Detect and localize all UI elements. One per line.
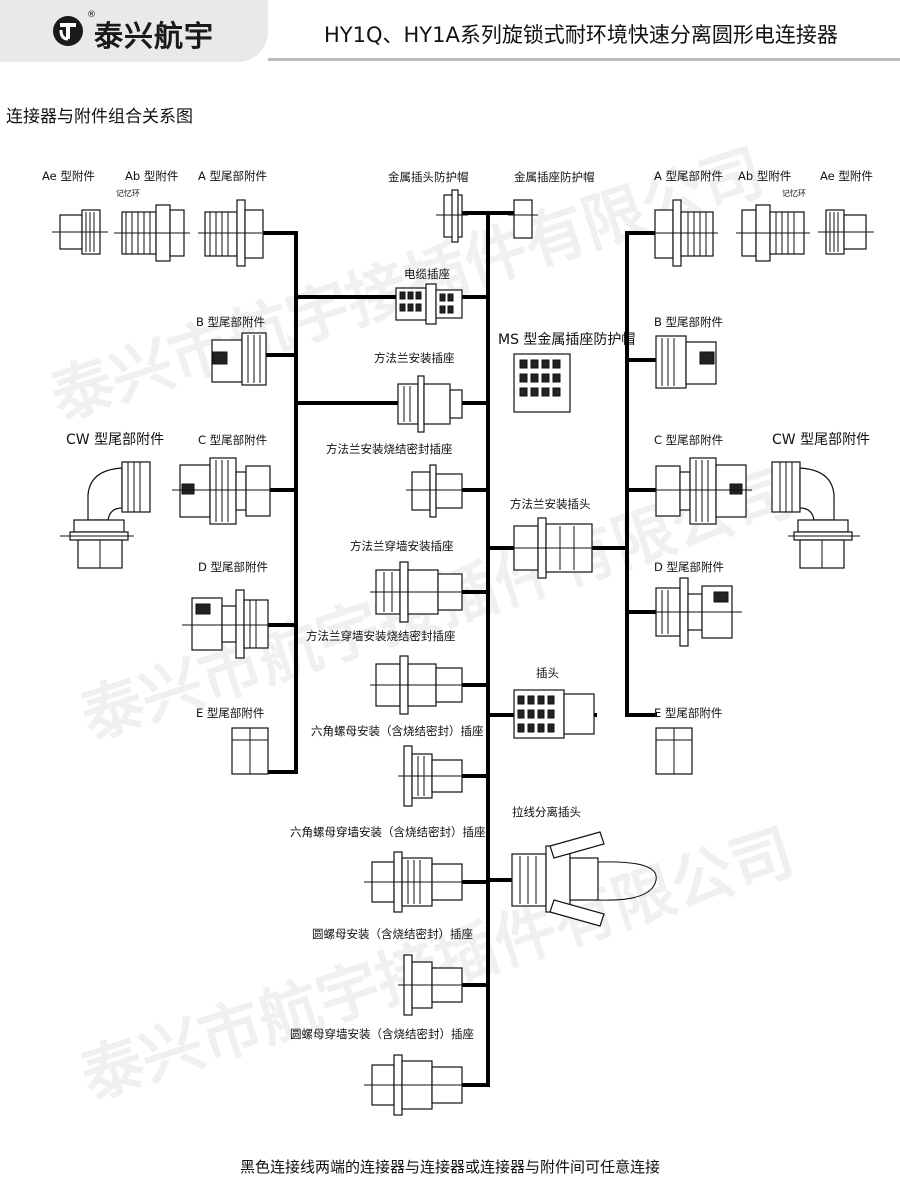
label-left-ae: Ae 型附件 xyxy=(42,169,95,183)
label-left-ab: Ab 型附件 xyxy=(125,169,178,183)
label-right-ab: Ab 型附件 xyxy=(738,169,791,183)
cable-socket xyxy=(395,283,463,325)
label-left-c: C 型尾部附件 xyxy=(198,433,267,447)
sq-flange-sintered-socket xyxy=(406,464,463,518)
brand-logo-icon xyxy=(53,16,83,46)
sq-flange-socket xyxy=(397,375,463,433)
left-d-tail-accessory xyxy=(182,589,276,659)
right-e-tail-accessory xyxy=(655,727,693,775)
label-right-a: A 型尾部附件 xyxy=(654,169,723,183)
sq-flange-wall-sintered-socket xyxy=(370,655,463,715)
left-ab-accessory xyxy=(114,204,190,262)
left-c-tail-accessory xyxy=(172,457,276,525)
hex-nut-socket xyxy=(398,745,463,807)
ms-metal-socket-cap xyxy=(513,353,571,413)
registered-mark: ® xyxy=(87,10,96,20)
label-sq-flange-plug: 方法兰安装插头 xyxy=(510,497,591,511)
left-b-tail-accessory xyxy=(211,332,267,386)
label-right-cw: CW 型尾部附件 xyxy=(772,432,870,448)
label-round-nut-socket: 圆螺母安装（含烧结密封）插座 xyxy=(312,927,473,941)
label-ms-cap: MS 型金属插座防护帽 xyxy=(498,332,635,348)
label-sq-flange-wall-socket: 方法兰穿墙安装插座 xyxy=(350,539,454,553)
label-lanyard-plug: 拉线分离插头 xyxy=(512,805,581,819)
left-ae-accessory xyxy=(52,209,108,255)
label-right-ab-note: 记忆环 xyxy=(782,188,806,198)
label-right-c: C 型尾部附件 xyxy=(654,433,723,447)
metal-socket-cap xyxy=(508,199,538,239)
label-left-cw: CW 型尾部附件 xyxy=(66,432,164,448)
hex-nut-wall-socket xyxy=(364,851,463,913)
label-left-a: A 型尾部附件 xyxy=(198,169,267,183)
label-hex-nut-wall-socket: 六角螺母穿墙安装（含烧结密封）插座 xyxy=(290,825,486,839)
brand-name: 泰兴航宇 xyxy=(94,19,215,53)
label-sq-flange-sintered-socket: 方法兰安装烧结密封插座 xyxy=(326,442,453,456)
header-title: HY1Q、HY1A系列旋锁式耐环境快速分离圆形电连接器 xyxy=(324,23,838,47)
label-plug: 插头 xyxy=(536,666,559,680)
page-header: ® 泰兴航宇 HY1Q、HY1A系列旋锁式耐环境快速分离圆形电连接器 xyxy=(0,0,900,62)
label-left-e: E 型尾部附件 xyxy=(196,706,264,720)
right-b-tail-accessory xyxy=(655,335,717,389)
metal-plug-cap xyxy=(436,189,468,243)
round-nut-socket xyxy=(398,954,463,1016)
right-a-tail-accessory xyxy=(650,199,718,267)
left-e-tail-accessory xyxy=(231,727,269,775)
sq-flange-plug xyxy=(508,517,598,579)
brand-logo-area: ® 泰兴航宇 xyxy=(0,0,268,62)
round-nut-wall-socket xyxy=(364,1054,463,1116)
label-right-ae: Ae 型附件 xyxy=(820,169,873,183)
label-left-d: D 型尾部附件 xyxy=(198,560,268,574)
left-cw-tail-accessory xyxy=(60,461,151,569)
label-hex-nut-socket: 六角螺母安装（含烧结密封）插座 xyxy=(311,724,484,738)
label-sq-flange-socket: 方法兰安装插座 xyxy=(374,351,455,365)
section-title: 连接器与附件组合关系图 xyxy=(6,107,193,127)
label-round-nut-wall-socket: 圆螺母穿墙安装（含烧结密封）插座 xyxy=(290,1027,474,1041)
left-a-tail-accessory xyxy=(198,199,264,267)
right-ab-accessory xyxy=(736,204,810,262)
right-c-tail-accessory xyxy=(650,457,752,525)
sq-flange-wall-socket xyxy=(370,561,463,623)
footer-note: 黑色连接线两端的连接器与连接器或连接器与附件间可任意连接 xyxy=(239,1158,660,1176)
lanyard-plug xyxy=(511,831,657,927)
label-right-d: D 型尾部附件 xyxy=(654,560,724,574)
label-cable-socket: 电缆插座 xyxy=(404,267,450,281)
right-d-tail-accessory xyxy=(650,577,742,647)
label-left-b: B 型尾部附件 xyxy=(196,315,265,329)
label-right-e: E 型尾部附件 xyxy=(654,706,722,720)
label-right-b: B 型尾部附件 xyxy=(654,315,723,329)
right-ae-accessory xyxy=(818,209,874,255)
header-rule xyxy=(268,58,900,61)
label-sq-flange-wall-sintered-socket: 方法兰穿墙安装烧结密封插座 xyxy=(306,629,456,643)
label-metal-plug-cap: 金属插头防护帽 xyxy=(388,170,469,184)
label-left-ab-note: 记忆环 xyxy=(116,188,140,198)
plug xyxy=(513,689,595,739)
label-metal-socket-cap: 金属插座防护帽 xyxy=(514,170,595,184)
right-cw-tail-accessory xyxy=(771,461,860,569)
